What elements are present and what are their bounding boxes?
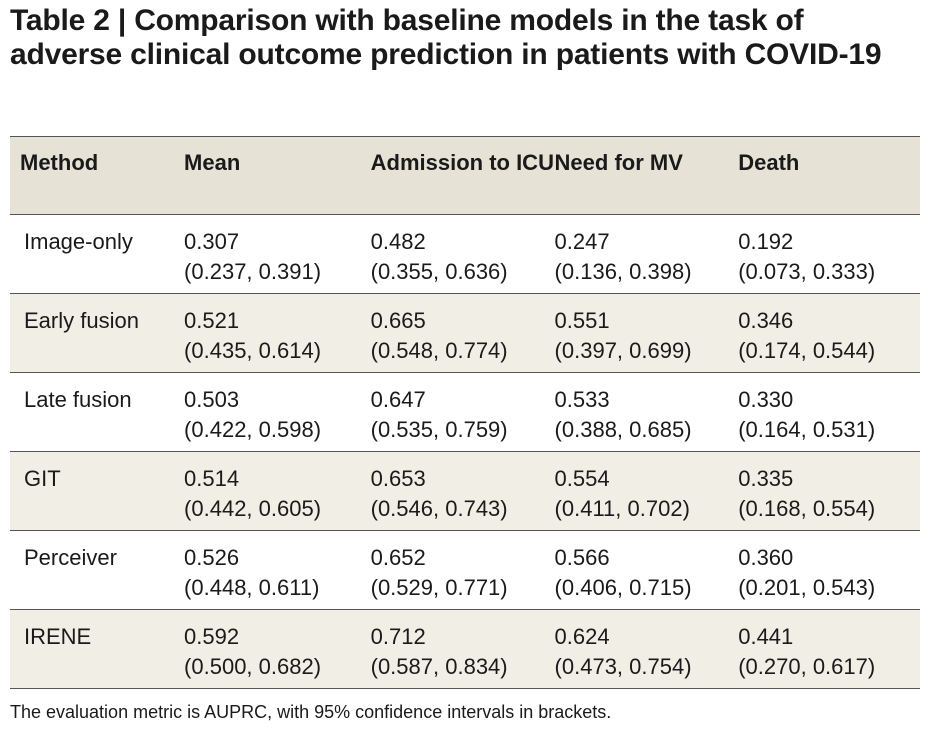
table-row: GIT 0.514 (0.442, 0.605) 0.653 (0.546, 0.743… <box>10 451 920 531</box>
metric-cell: 0.307 (0.237, 0.391) <box>184 215 371 294</box>
metric-cell: 0.482 (0.355, 0.636) <box>371 215 555 294</box>
metric-value: 0.307 <box>184 229 240 254</box>
metric-value: 0.652 <box>370 545 426 570</box>
confidence-interval: (0.237, 0.391) <box>184 259 322 284</box>
metric-cell: 0.653 (0.546, 0.743) <box>371 452 555 531</box>
metric-cell: 0.566 (0.406, 0.715) <box>555 531 739 610</box>
method-cell: Image-only <box>24 229 133 254</box>
metric-value: 0.192 <box>738 229 794 254</box>
metric-value: 0.592 <box>184 624 240 649</box>
metric-cell: 0.712 (0.587, 0.834) <box>371 610 555 689</box>
confidence-interval: (0.500, 0.682) <box>184 654 322 679</box>
column-header-need-for-mv: Need for MV <box>554 150 683 175</box>
metric-value: 0.526 <box>184 545 240 570</box>
metric-value: 0.482 <box>370 229 426 254</box>
metric-cell: 0.330 (0.164, 0.531) <box>738 373 920 452</box>
metric-cell: 0.592 (0.500, 0.682) <box>184 610 371 689</box>
column-header-death: Death <box>738 150 800 175</box>
metric-cell: 0.647 (0.535, 0.759) <box>371 373 555 452</box>
metric-value: 0.521 <box>184 308 240 333</box>
confidence-interval: (0.442, 0.605) <box>184 496 322 521</box>
metric-value: 0.551 <box>554 308 610 333</box>
table-row: IRENE 0.592 (0.500, 0.682) 0.712 (0.587, 0.8… <box>10 609 920 689</box>
metric-value: 0.624 <box>554 624 610 649</box>
confidence-interval: (0.355, 0.636) <box>370 259 508 284</box>
table-row: Early fusion 0.521 (0.435, 0.614) 0.665 (0.5… <box>10 293 920 373</box>
metric-value: 0.566 <box>554 545 610 570</box>
confidence-interval: (0.164, 0.531) <box>738 417 876 442</box>
metric-value: 0.647 <box>370 387 426 412</box>
metric-cell: 0.441 (0.270, 0.617) <box>738 610 920 689</box>
method-cell: Perceiver <box>24 545 117 570</box>
confidence-interval: (0.448, 0.611) <box>184 575 320 600</box>
confidence-interval: (0.174, 0.544) <box>738 338 876 363</box>
confidence-interval: (0.411, 0.702) <box>554 496 690 521</box>
confidence-interval: (0.535, 0.759) <box>370 417 508 442</box>
column-header-mean: Mean <box>184 150 241 175</box>
metric-cell: 0.551 (0.397, 0.699) <box>555 294 739 373</box>
metric-cell: 0.624 (0.473, 0.754) <box>555 610 739 689</box>
confidence-interval: (0.473, 0.754) <box>554 654 692 679</box>
method-cell: IRENE <box>24 624 92 649</box>
confidence-interval: (0.168, 0.554) <box>738 496 876 521</box>
metric-cell: 0.652 (0.529, 0.771) <box>371 531 555 610</box>
metric-value: 0.503 <box>184 387 240 412</box>
column-header-method: Method <box>20 150 99 175</box>
confidence-interval: (0.397, 0.699) <box>554 338 692 363</box>
metric-cell: 0.533 (0.388, 0.685) <box>555 373 739 452</box>
confidence-interval: (0.388, 0.685) <box>554 417 692 442</box>
metric-value: 0.665 <box>370 308 426 333</box>
metric-cell: 0.526 (0.448, 0.611) <box>184 531 371 610</box>
metric-value: 0.335 <box>738 466 794 491</box>
confidence-interval: (0.422, 0.598) <box>184 417 322 442</box>
metric-cell: 0.360 (0.201, 0.543) <box>738 531 920 610</box>
metric-cell: 0.247 (0.136, 0.398) <box>555 215 739 294</box>
metric-value: 0.653 <box>370 466 426 491</box>
confidence-interval: (0.136, 0.398) <box>554 259 692 284</box>
metric-value: 0.441 <box>738 624 794 649</box>
method-cell: GIT <box>24 466 61 491</box>
comparison-table: Method Mean Admission to ICU Need for MV… <box>10 136 920 689</box>
table-row: Late fusion 0.503 (0.422, 0.598) 0.647 (0.53… <box>10 373 920 452</box>
metric-value: 0.247 <box>554 229 610 254</box>
metric-cell: 0.503 (0.422, 0.598) <box>184 373 371 452</box>
method-cell: Late fusion <box>24 387 132 412</box>
metric-cell: 0.346 (0.174, 0.544) <box>738 294 920 373</box>
confidence-interval: (0.073, 0.333) <box>738 259 876 284</box>
confidence-interval: (0.548, 0.774) <box>370 338 508 363</box>
metric-value: 0.514 <box>184 466 240 491</box>
metric-cell: 0.521 (0.435, 0.614) <box>184 294 371 373</box>
confidence-interval: (0.587, 0.834) <box>370 654 508 679</box>
metric-cell: 0.335 (0.168, 0.554) <box>738 452 920 531</box>
confidence-interval: (0.201, 0.543) <box>738 575 876 600</box>
metric-value: 0.346 <box>738 308 794 333</box>
confidence-interval: (0.406, 0.715) <box>554 575 692 600</box>
method-cell: Early fusion <box>24 308 139 333</box>
table-header-row: Method Mean Admission to ICU Need for MV… <box>10 136 920 215</box>
table-row: Perceiver 0.526 (0.448, 0.611) 0.652 (0.529,… <box>10 531 920 610</box>
metric-cell: 0.192 (0.073, 0.333) <box>738 215 920 294</box>
column-header-admission-to-icu: Admission to ICU <box>370 150 554 175</box>
metric-value: 0.712 <box>370 624 426 649</box>
table-footnote: The evaluation metric is AUPRC, with 95%… <box>10 702 612 722</box>
metric-value: 0.533 <box>554 387 610 412</box>
confidence-interval: (0.435, 0.614) <box>184 338 322 363</box>
metric-cell: 0.514 (0.442, 0.605) <box>184 452 371 531</box>
table-title: Table 2 | Comparison with baseline model… <box>10 4 882 71</box>
metric-value: 0.554 <box>554 466 610 491</box>
table-row: Image-only 0.307 (0.237, 0.391) 0.482 (0.355… <box>10 215 920 294</box>
confidence-interval: (0.270, 0.617) <box>738 654 876 679</box>
metric-value: 0.360 <box>738 545 794 570</box>
metric-cell: 0.554 (0.411, 0.702) <box>555 452 739 531</box>
metric-value: 0.330 <box>738 387 794 412</box>
confidence-interval: (0.546, 0.743) <box>370 496 508 521</box>
metric-cell: 0.665 (0.548, 0.774) <box>371 294 555 373</box>
confidence-interval: (0.529, 0.771) <box>370 575 508 600</box>
